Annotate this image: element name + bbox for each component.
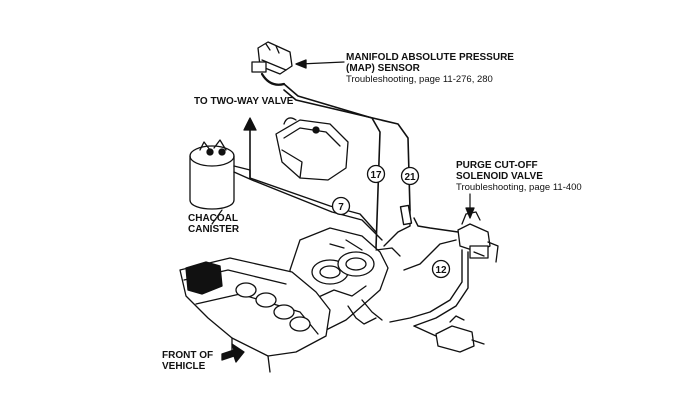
callout-17-number: 17 [370,170,382,181]
purge-valve-title: PURGE CUT-OFF [456,160,538,171]
charcoal-canister-label-2: CANISTER [188,224,240,235]
callout-21: 21 [400,166,420,186]
map-sensor-title: MANIFOLD ABSOLUTE PRESSURE [346,52,514,63]
valve-cover [179,257,331,373]
front-of-vehicle-label-1: FRONT OF [162,350,214,361]
purge-valve-hoses [383,204,469,327]
callout-21-number: 21 [404,172,416,183]
charcoal-canister-label-1: CHACOAL [188,213,238,224]
charcoal-canister [189,139,383,241]
air-cleaner [275,117,349,181]
purge-valve-subtitle: SOLENOID VALVE [456,171,543,182]
callout-7-number: 7 [338,202,344,213]
charcoal-leader [211,209,223,225]
map-sensor-reference: Troubleshooting, page 11-276, 280 [346,74,493,85]
front-arrow-icon [221,343,245,363]
callout-7: 7 [331,196,351,216]
lower-solenoid [413,315,485,353]
map-sensor-leader [295,59,345,69]
map-sensor [251,41,293,86]
map-sensor-subtitle: (MAP) SENSOR [346,63,420,74]
front-of-vehicle-label-2: VEHICLE [162,361,206,372]
purge-valve-leader [465,193,475,219]
callout-12-number: 12 [435,265,447,276]
callout-12: 12 [431,259,451,279]
purge-valve-reference: Troubleshooting, page 11-400 [456,182,582,193]
purge-cutoff-solenoid-valve [457,211,499,263]
callout-17: 17 [366,164,386,184]
two-way-valve-label: TO TWO-WAY VALVE [194,96,294,107]
